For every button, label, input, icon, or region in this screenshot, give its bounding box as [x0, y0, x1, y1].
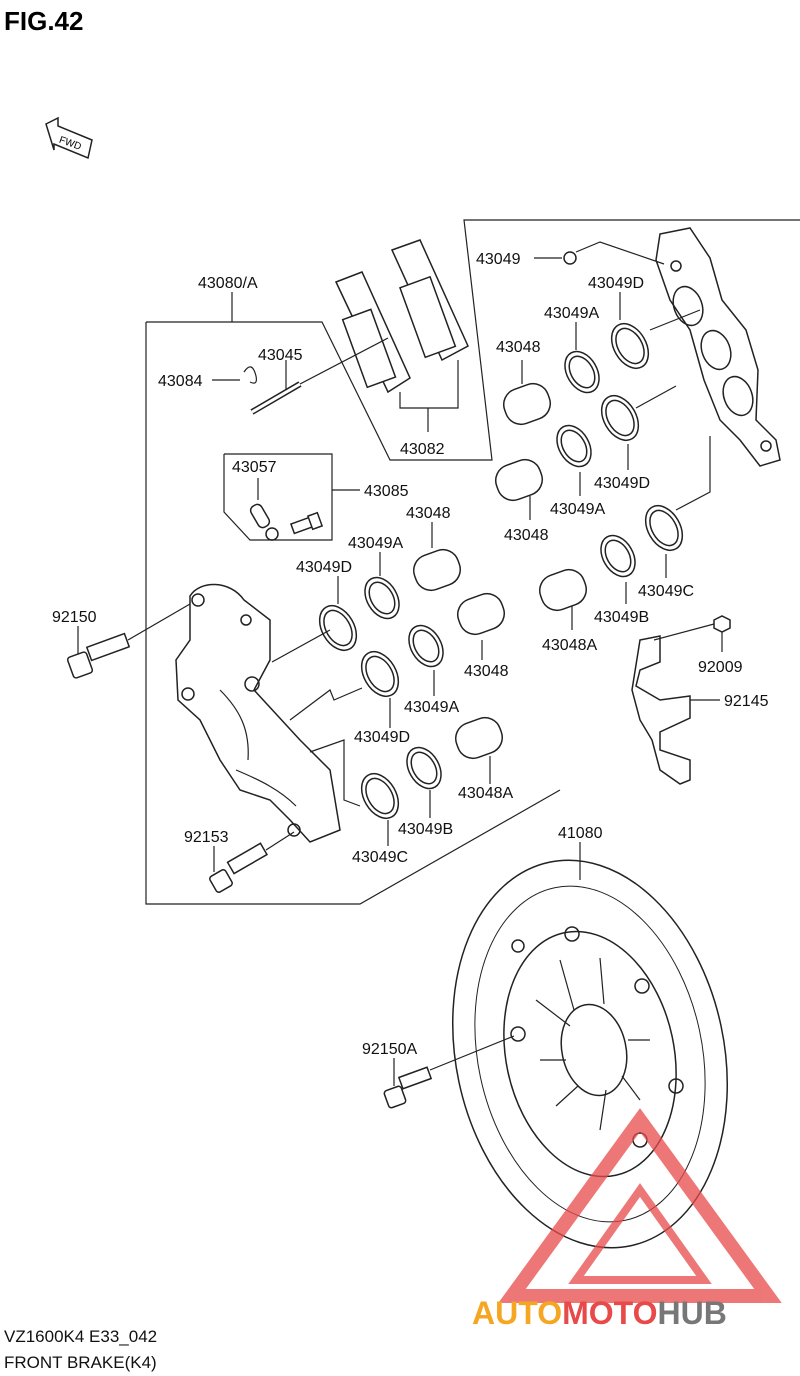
- label-43048-a: 43048: [496, 339, 541, 356]
- caliper-group-outline: [145, 322, 561, 905]
- label-43085: 43085: [364, 483, 409, 500]
- label-41080: 41080: [558, 825, 603, 842]
- label-43049D-c: 43049D: [296, 559, 352, 576]
- label-43049C-a: 43049C: [638, 583, 694, 600]
- fwd-arrow-icon: FWD: [45, 116, 93, 160]
- label-43049D-a: 43049D: [588, 275, 644, 292]
- label-43048A-b: 43048A: [458, 785, 513, 802]
- label-43049A-c: 43049A: [348, 535, 403, 552]
- label-92145: 92145: [724, 693, 769, 710]
- label-43049B-b: 43049B: [398, 821, 453, 838]
- watermark-logo: [498, 1108, 782, 1303]
- label-43057: 43057: [232, 459, 277, 476]
- label-43048-b: 43048: [504, 527, 549, 544]
- watermark-part2: MOTO: [562, 1295, 657, 1331]
- caption-name: FRONT BRAKE(K4): [4, 1353, 157, 1372]
- label-92150: 92150: [52, 609, 97, 626]
- label-43049D-b: 43049D: [594, 475, 650, 492]
- bracket-92145: [631, 635, 691, 785]
- label-43049A-d: 43049A: [404, 699, 459, 716]
- figure-title: FIG.42: [4, 6, 83, 36]
- label-43045: 43045: [258, 347, 303, 364]
- label-43049B-a: 43049B: [594, 609, 649, 626]
- watermark-part3: HUB: [657, 1295, 726, 1331]
- caliper-left: [175, 583, 341, 843]
- bolt-92009: [713, 615, 731, 633]
- bolt-92150: [66, 632, 131, 679]
- bleeder-valve: [289, 511, 324, 535]
- watermark-part1: AUTO: [472, 1295, 562, 1331]
- caliper-right: [655, 227, 781, 467]
- label-92150A: 92150A: [362, 1041, 417, 1058]
- label-43048-d: 43048: [464, 663, 509, 680]
- label-43080A: 43080/A: [198, 275, 258, 292]
- label-92009: 92009: [698, 659, 743, 676]
- label-43049A-a: 43049A: [544, 305, 599, 322]
- label-43049: 43049: [476, 251, 521, 268]
- bolt-92153: [209, 842, 268, 893]
- right-seals-pistons: [494, 251, 684, 612]
- left-seals-pistons: [318, 548, 506, 820]
- label-43049D-d: 43049D: [354, 729, 410, 746]
- watermark-text: AUTOMOTOHUB: [472, 1295, 727, 1331]
- caption-model: VZ1600K4 E33_042: [4, 1327, 157, 1346]
- label-43048-c: 43048: [406, 505, 451, 522]
- part-labels: 43080/A 43045 43084 43082 43057 43085 43…: [52, 251, 769, 1058]
- brake-pad-inner: [390, 239, 469, 362]
- label-43084: 43084: [158, 373, 203, 390]
- caliper-group-outline-top: [146, 219, 800, 461]
- label-43049C-b: 43049C: [352, 849, 408, 866]
- pad-pin-clip: [243, 366, 257, 384]
- label-43082: 43082: [400, 441, 445, 458]
- bolt-92150A: [383, 1066, 433, 1109]
- bleeder-cap: [249, 503, 279, 541]
- pad-pin: [250, 381, 302, 415]
- label-92153: 92153: [184, 829, 229, 846]
- label-43049A-b: 43049A: [550, 501, 605, 518]
- label-43048A-a: 43048A: [542, 637, 597, 654]
